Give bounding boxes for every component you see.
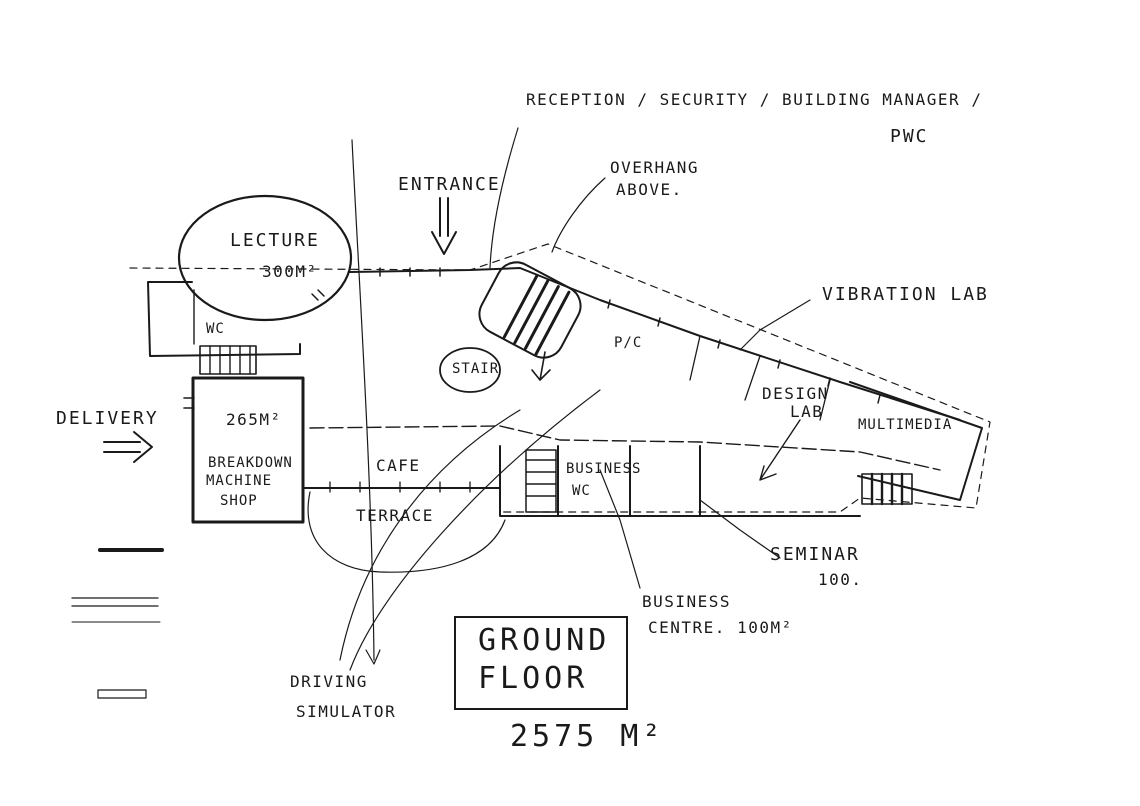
title-line-2: FLOOR xyxy=(478,661,589,696)
workshop xyxy=(191,376,305,524)
overhang-outline xyxy=(129,243,991,513)
down-arrow-icon xyxy=(431,197,457,255)
title-line-1: GROUND xyxy=(478,623,611,658)
right-arrow-icon xyxy=(103,431,153,463)
terrace-outline xyxy=(307,491,506,573)
label-overhang-2: ABOVE. xyxy=(616,180,683,199)
legend-box xyxy=(97,689,147,699)
business-leader xyxy=(599,469,641,589)
label-driving-sim-2: SIMULATOR xyxy=(296,702,397,721)
stair-core xyxy=(439,347,501,393)
west-stair xyxy=(199,345,257,375)
design-leader xyxy=(759,419,801,481)
main-stair xyxy=(478,261,582,359)
label-driving-sim-1: DRIVING xyxy=(290,672,368,691)
label-business-wc-2: WC xyxy=(572,483,591,499)
total-area: 2575 m² xyxy=(510,719,665,754)
lecture-theatre xyxy=(177,194,353,322)
axis-arrow xyxy=(365,649,381,665)
label-business-wc-1: BUSINESS xyxy=(566,461,642,477)
title-box xyxy=(454,616,628,710)
label-design-lab: DESIGN xyxy=(762,384,829,403)
label-overhang: OVERHANG xyxy=(610,158,700,177)
label-multimedia: MULTIMEDIA xyxy=(858,417,953,433)
label-cafe: CAFE xyxy=(376,456,421,475)
label-vibration-lab: VIBRATION LAB xyxy=(822,284,989,305)
upper-wall xyxy=(349,267,961,421)
label-workshop-area: 265m² xyxy=(226,410,282,429)
west-block xyxy=(147,281,301,357)
label-lecture-area: 300m² xyxy=(262,262,318,281)
label-lecture: LECTURE xyxy=(230,230,320,251)
label-delivery: DELIVERY xyxy=(56,408,159,429)
entrance-lobby-arrow xyxy=(531,351,551,381)
label-design-lab-2: LAB xyxy=(790,402,824,421)
label-business-centre-1: BUSINESS xyxy=(642,592,732,611)
workshop-door xyxy=(183,397,195,409)
label-plant: P/C xyxy=(614,335,643,351)
label-reception: RECEPTION / SECURITY / BUILDING MANAGER … xyxy=(526,90,983,109)
label-terrace: TERRACE xyxy=(356,506,434,525)
business-block xyxy=(499,445,861,517)
label-seminar: SEMINAR xyxy=(770,544,860,565)
reception-leader xyxy=(489,127,519,269)
overhang-leader xyxy=(551,177,606,253)
east-stair-treads xyxy=(870,472,904,506)
label-workshop-1: BREAKDOWN xyxy=(208,455,293,471)
legend-line-double xyxy=(71,597,159,607)
label-reception-2: PWC xyxy=(890,126,929,147)
label-seminar-area: 100. xyxy=(818,570,863,589)
simulator-leader-2 xyxy=(349,389,601,671)
lower-wall xyxy=(309,425,941,471)
label-wc: WC xyxy=(206,321,225,337)
axis-line xyxy=(351,139,375,661)
label-business-centre-2: CENTRE. 100m² xyxy=(648,618,793,637)
label-entrance: ENTRANCE xyxy=(398,174,501,195)
right-wing-divisions xyxy=(689,335,831,421)
simulator-leader-1 xyxy=(339,409,521,661)
vibration-leader xyxy=(739,299,811,351)
west-stair-treads xyxy=(209,345,251,375)
lecture-hatch xyxy=(311,289,325,301)
cafe-ticks xyxy=(329,481,471,493)
business-stair-treads xyxy=(525,459,557,497)
east-stair xyxy=(861,473,913,505)
label-stair: STAIR xyxy=(452,361,500,377)
right-wing xyxy=(849,381,983,501)
label-workshop-3: SHOP xyxy=(220,493,258,509)
label-workshop-2: MACHINE xyxy=(206,473,273,489)
seminar-leader xyxy=(699,499,781,559)
business-stair xyxy=(525,449,557,513)
